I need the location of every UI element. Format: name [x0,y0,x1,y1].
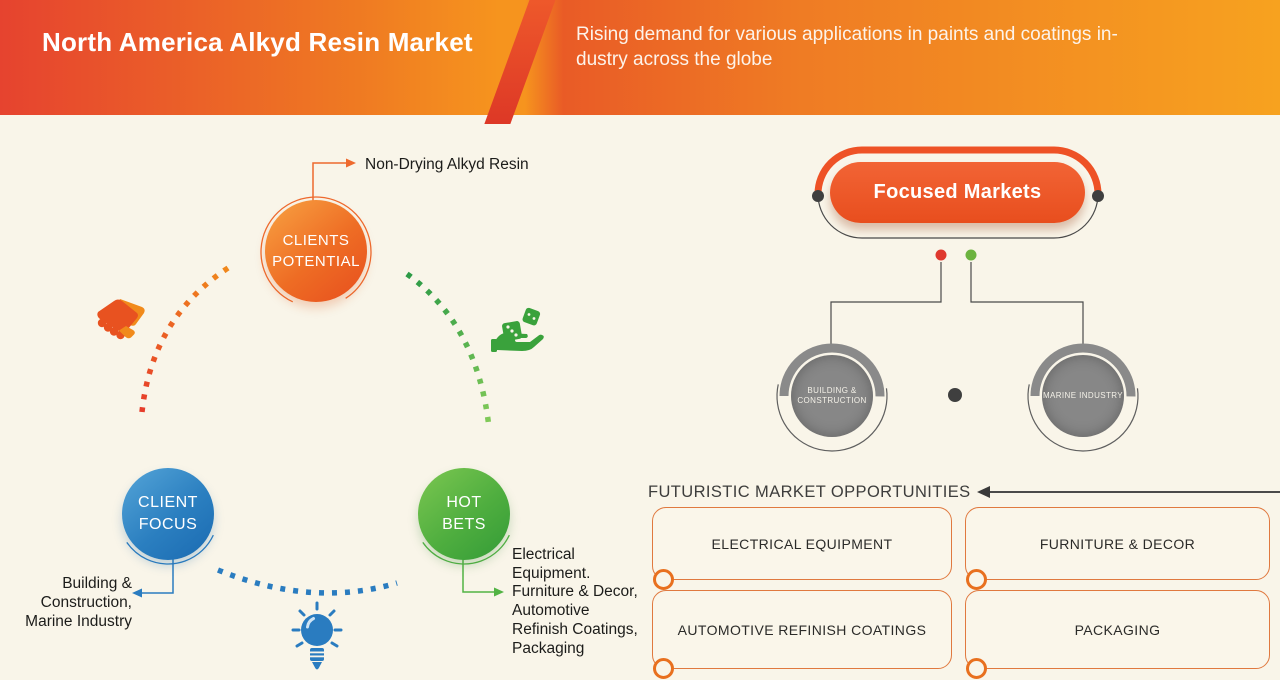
clients-potential-connector [312,162,346,201]
opportunity-box-electrical: ELECTRICAL EQUIPMENT [652,507,952,590]
focused-markets-pill: Focused Markets [830,162,1085,223]
client-focus-arrowhead [132,588,142,598]
hot-bets-callout-line: Equipment. [512,564,591,582]
hot-bets-label-line2: BETS [442,516,486,533]
hot-bets-callout-line: Automotive [512,602,590,620]
marine-thin-ring [1027,340,1139,452]
ring-dot-right [1092,190,1104,202]
page-subtitle-line2: dustry across the globe [576,48,773,70]
dotted-arc-green [405,271,492,429]
center-dot [948,388,962,402]
hot-bets-callout-line: Furniture & Decor, [512,583,638,601]
client-focus-callout-line: Building & [62,575,132,592]
opportunity-label: PACKAGING [1074,621,1161,638]
focused-markets-title: Focused Markets [873,181,1042,203]
opportunity-label: ELECTRICAL EQUIPMENT [711,535,893,552]
hot-bets-node: HOT BETS [418,468,510,560]
corner-ring-icon [966,569,987,590]
client-focus-node: CLIENT FOCUS [122,468,214,560]
clients-potential-arrowhead [346,158,356,168]
dice-hand-icon [491,307,544,352]
hot-bets-callout-line: Packaging [512,639,585,657]
building-thin-ring [776,340,888,452]
opportunity-label: AUTOMOTIVE REFINISH COATINGS [677,621,927,638]
non-drying-label: Non-Drying Alkyd Resin [365,156,529,173]
opportunities-arrowhead [977,486,990,498]
marine-industry-node: MARINE INDUSTRY [1042,355,1124,437]
client-focus-label-line2: FOCUS [138,516,198,533]
corner-ring-icon [653,569,674,590]
hot-bets-arrowhead [494,587,504,597]
client-focus-ring [117,463,219,565]
client-focus-callout: Building & Construction, Marine Industry [16,574,132,631]
opportunity-label: FURNITURE & DECOR [1039,535,1196,552]
ring-dot-left [812,190,824,202]
building-thick-arc [779,343,885,449]
clients-potential-node: CLIENTS POTENTIAL [265,200,367,302]
page-title: North America Alkyd Resin Market [42,27,473,57]
client-focus-label-line1: CLIENT [138,494,198,511]
opportunities-heading: FUTURISTIC MARKET OPPORTUNITIES [648,483,971,501]
lightbulb-icon [291,601,343,670]
marine-node-line1: MARINE INDUSTRY [1042,391,1124,400]
focused-markets-top-arc [814,146,1102,195]
client-focus-callout-line: Marine Industry [25,613,132,630]
corner-ring-icon [653,658,674,679]
clients-potential-label-line1: CLIENTS [282,232,350,249]
opportunity-box-furniture: FURNITURE & DECOR [965,507,1270,590]
hot-bets-label-line1: HOT [446,494,482,511]
page-subtitle-line1: Rising demand for various applications i… [576,24,1118,45]
clients-potential-ring [260,196,372,308]
legend-dot-red [935,249,947,261]
building-node-line2: CONSTRUCTION [797,396,867,405]
client-focus-callout-line: Construction, [40,594,132,611]
handshake-icon [97,299,145,340]
legend-dot-green [965,249,977,261]
opportunity-box-packaging: PACKAGING [965,590,1270,679]
header-banner: North America Alkyd Resin Market Rising … [0,0,1280,124]
building-node-line1: BUILDING & [807,386,857,395]
hot-bets-callout-line: Electrical [512,546,575,563]
tree-connector-left [830,262,942,346]
client-focus-connector [142,558,174,594]
tree-connector-right [970,262,1084,346]
dotted-arc-blue [216,567,398,596]
hot-bets-callout: Electrical Equipment. Furniture & Decor,… [512,546,672,658]
dotted-arc-orange [139,265,230,413]
marine-thick-arc [1030,343,1136,449]
page-subtitle: Rising demand for various applications i… [576,23,1276,72]
opportunity-box-automotive: AUTOMOTIVE REFINISH COATINGS [652,590,952,679]
hot-bets-callout-line: Refinish Coatings, [512,620,638,638]
building-construction-node: BUILDING & CONSTRUCTION [791,355,873,437]
clients-potential-label-line2: POTENTIAL [272,253,360,270]
hot-bets-ring [413,463,515,565]
hot-bets-connector [462,558,494,593]
corner-ring-icon [966,658,987,679]
